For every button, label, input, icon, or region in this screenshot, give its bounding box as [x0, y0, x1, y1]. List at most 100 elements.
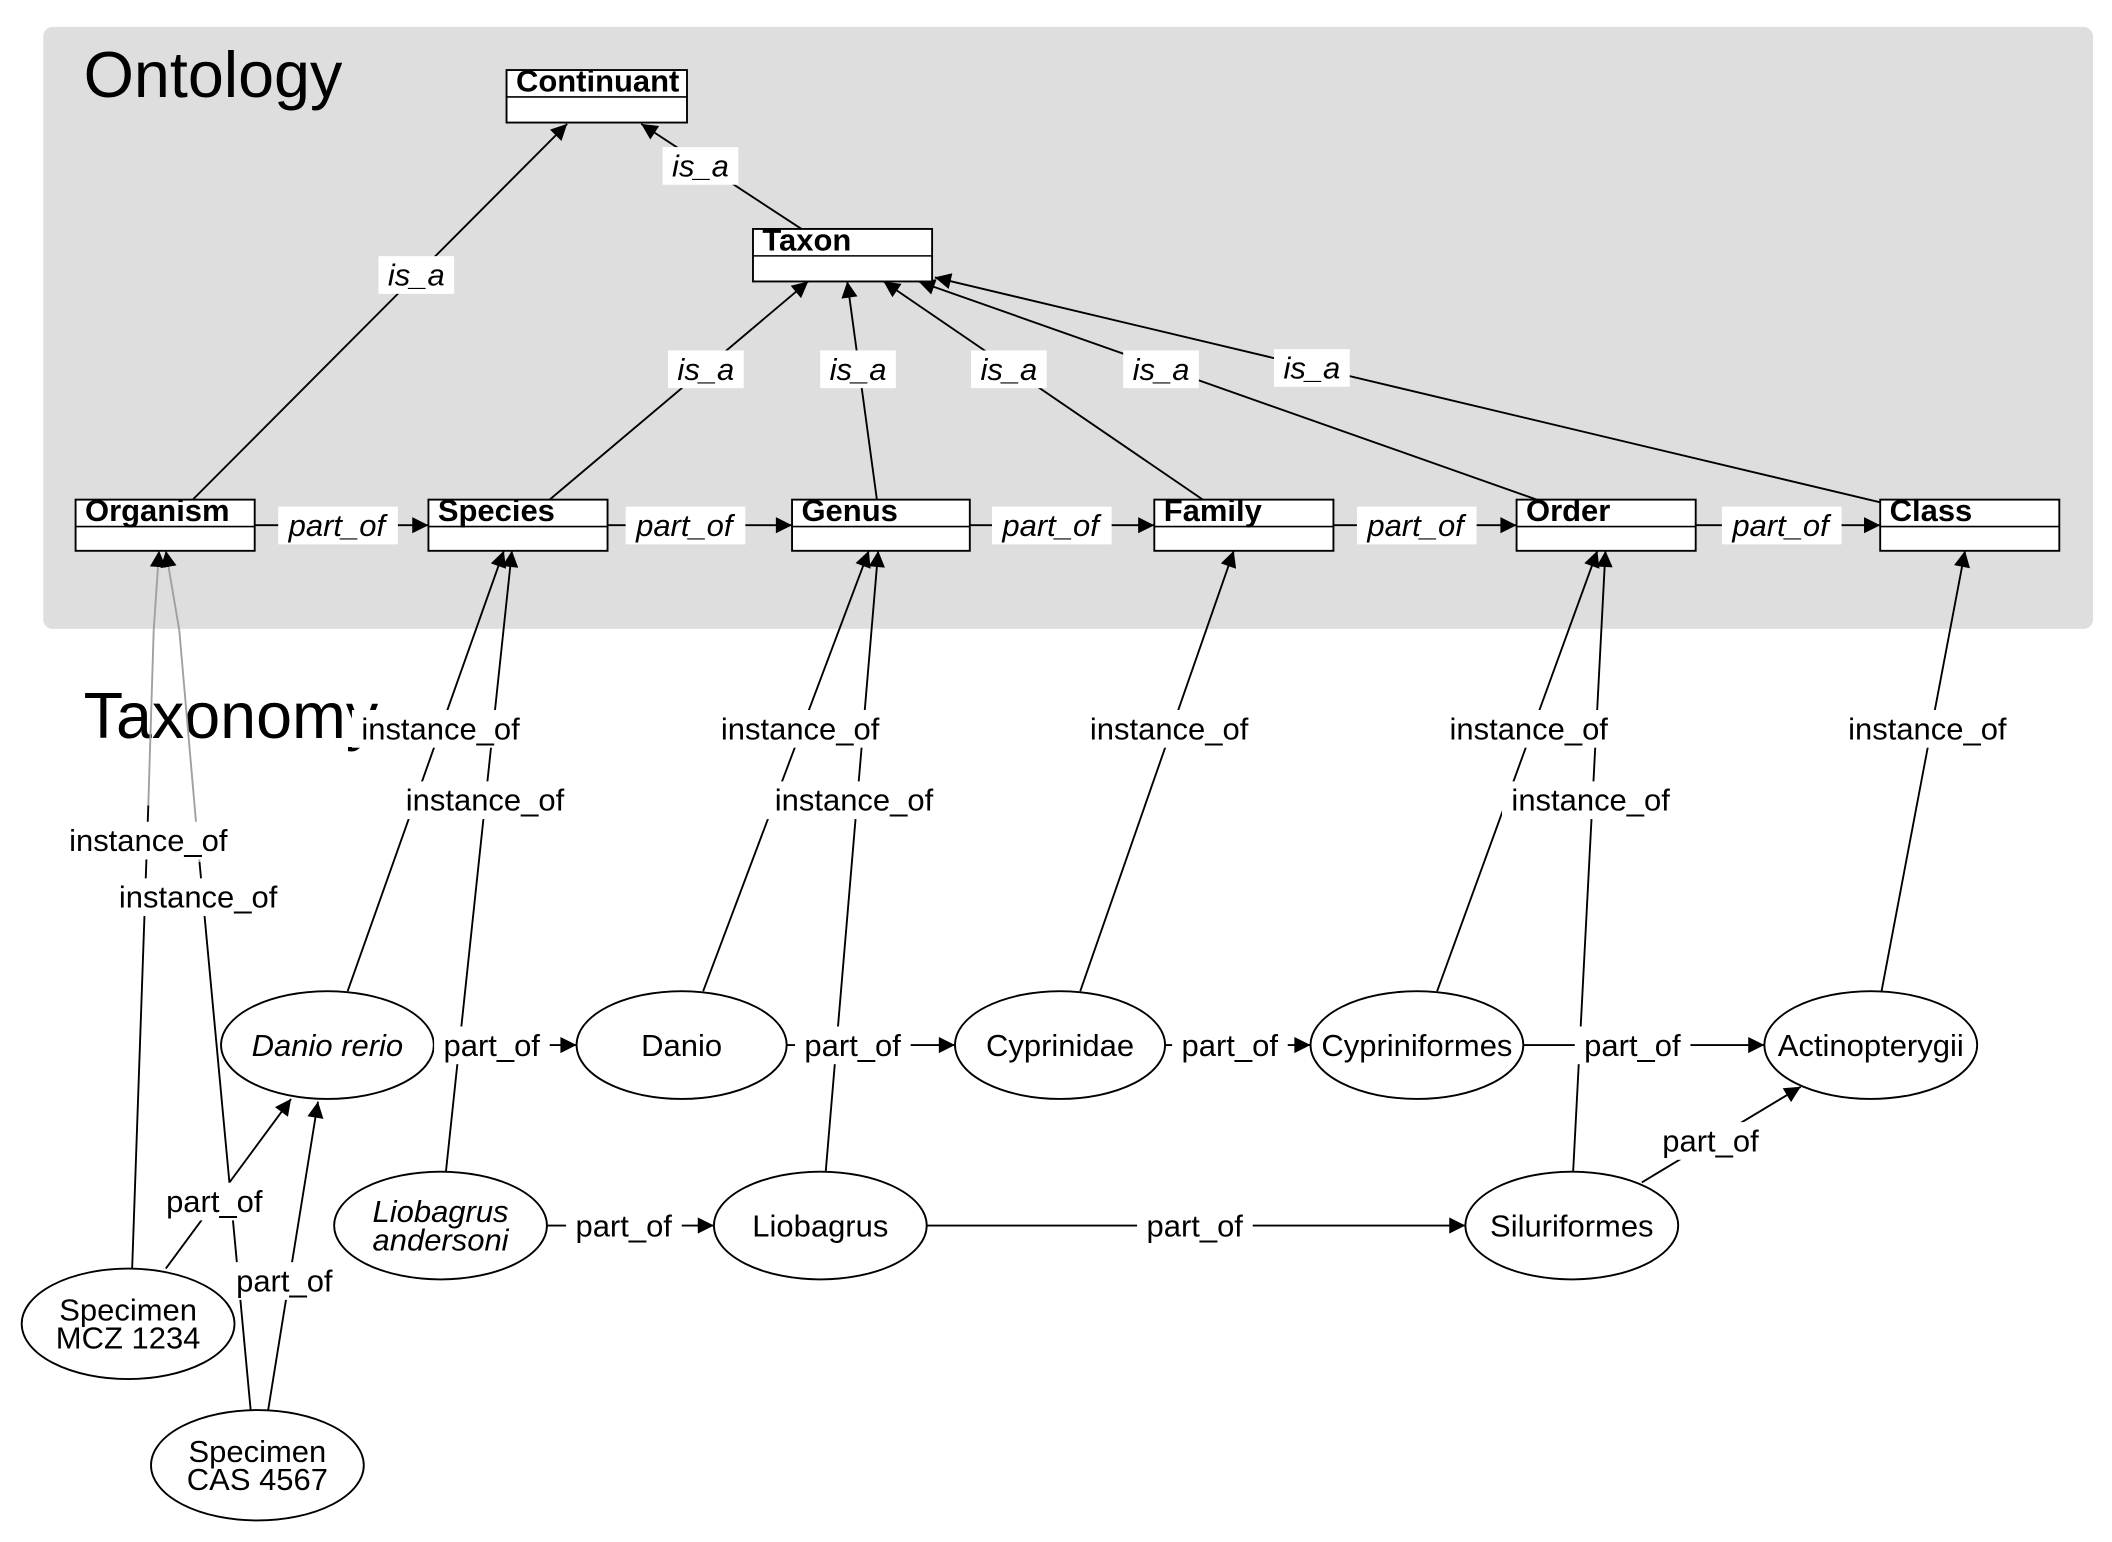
instance-edge-specimen-mcz-organism-label: instance_of [59, 821, 238, 860]
class-box-class: Class [1879, 493, 2061, 552]
taxon-node-cypriniformes: Cypriniformes [1309, 990, 1525, 1100]
ontology-edge-family-taxon-label: is_a [971, 350, 1047, 389]
ontology-title: Ontology [84, 38, 343, 111]
ontology-edge-order-taxon-label: is_a [1123, 350, 1199, 389]
edge-label-text: part_of [1001, 508, 1102, 543]
ontology-edge-species-taxon-label: is_a [668, 350, 744, 389]
taxon-node-label: Danio [641, 1028, 722, 1063]
taxon-node-label: Cypriniformes [1321, 1028, 1512, 1063]
taxonomy-edge-liobagrus-andersoni-liobagrus-label: part_of [566, 1206, 682, 1245]
edge-label-text: is_a [677, 352, 734, 387]
taxon-node-label: Siluriformes [1490, 1208, 1653, 1243]
taxonomy-edge-specimen-cas-danio-rerio-label: part_of [226, 1262, 343, 1300]
edge-label-text: is_a [1283, 350, 1340, 385]
edge-label-text: is_a [1133, 352, 1190, 387]
instance-edge-cypriniformes-order [1436, 550, 1600, 992]
taxon-node-label: Specimen [189, 1434, 327, 1469]
edge-label-text: part_of [1662, 1123, 1759, 1158]
class-name-continuant: Continuant [516, 64, 679, 99]
instance-edge-specimen-cas-organism-label: instance_of [109, 878, 288, 917]
ontology-edge-genus-taxon-label: is_a [820, 350, 896, 389]
ontology-panel [43, 26, 2093, 629]
taxon-node-label: CAS 4567 [187, 1462, 328, 1497]
edge-label-text: part_of [236, 1264, 333, 1299]
ontology-edge-species-taxon [549, 280, 809, 501]
instance-edge-liobagrus-genus-label: instance_of [765, 781, 944, 820]
edge-label-text: part_of [288, 508, 389, 543]
ontology-edge-organism-species-label: part_of [278, 506, 398, 545]
edge-label-text: part_of [1182, 1028, 1279, 1063]
taxonomy-edge-specimen-mcz-danio-rerio-label: part_of [156, 1182, 273, 1221]
instance-edge-siluriformes-order-label: instance_of [1502, 781, 1680, 820]
class-box-family: Family [1153, 493, 1335, 552]
class-box-continuant: Continuant [505, 64, 688, 124]
instance-edge-danio-rerio-species-label: instance_of [351, 710, 530, 748]
edge-label-text: instance_of [69, 823, 228, 858]
ontology-edge-class-taxon [934, 273, 1881, 504]
edge-label-text: part_of [1731, 508, 1832, 543]
class-name-order: Order [1526, 493, 1610, 528]
edge-label-text: instance_of [361, 711, 520, 746]
instance-edge-cypriniformes-order-label: instance_of [1440, 710, 1618, 748]
instance-edge-cyprinidae-family-label: instance_of [1080, 710, 1259, 748]
edge-label-text: instance_of [119, 880, 278, 915]
class-name-taxon: Taxon [762, 222, 851, 257]
taxon-node-label: MCZ 1234 [56, 1321, 201, 1356]
edge-label-text: instance_of [1449, 711, 1608, 746]
edge-label-text: instance_of [775, 783, 934, 818]
taxon-node-liobagrus: Liobagrus [712, 1170, 928, 1281]
edge-label-text: is_a [388, 258, 445, 293]
edge-label-text: instance_of [1848, 711, 2007, 746]
ontology-edge-genus-family-label: part_of [991, 506, 1112, 545]
ontology-edge-taxon-continuant-label: is_a [662, 147, 739, 185]
class-name-genus: Genus [801, 493, 897, 528]
edge-label-text: part_of [444, 1028, 541, 1063]
instance-edge-liobagrus-andersoni-species-label: instance_of [396, 781, 575, 820]
class-box-species: Species [427, 493, 609, 552]
edge-label-text: instance_of [1511, 783, 1670, 818]
taxon-node-label: Danio rerio [252, 1028, 403, 1063]
ontology-edge-species-genus-label: part_of [625, 506, 746, 545]
taxonomy-edge-danio-cyprinidae-label: part_of [795, 1026, 911, 1065]
ontology-edge-family-taxon [883, 280, 1204, 501]
class-name-class: Class [1890, 493, 1973, 528]
taxon-node-label: Actinopterygii [1778, 1028, 1964, 1063]
taxonomy-edge-siluriformes-actinopterygii-label: part_of [1652, 1122, 1769, 1160]
class-name-family: Family [1164, 493, 1263, 528]
edge-label-text: instance_of [721, 711, 880, 746]
edge-label-text: is_a [830, 352, 887, 387]
class-box-genus: Genus [791, 493, 971, 552]
instance-edge-danio-genus [702, 550, 871, 992]
class-name-species: Species [438, 493, 555, 528]
taxon-node-label: Liobagrus [373, 1194, 509, 1229]
taxon-node-danio-rerio: Danio rerio [220, 990, 435, 1100]
edge-label-text: part_of [1147, 1208, 1244, 1243]
class-box-order: Order [1515, 493, 1697, 552]
edge-label-text: is_a [980, 352, 1037, 387]
ontology-edge-class-taxon-label: is_a [1274, 349, 1350, 387]
edge-label-text: is_a [672, 148, 729, 183]
ontology-edge-genus-taxon [841, 281, 878, 500]
ontology-edge-family-order-label: part_of [1356, 506, 1477, 545]
taxon-node-label: Liobagrus [752, 1208, 888, 1243]
instance-edge-actinopterygii-class-label: instance_of [1838, 710, 2017, 748]
taxonomy-edge-danio-rerio-danio-label: part_of [434, 1026, 550, 1065]
class-box-taxon: Taxon [752, 222, 934, 283]
ontology-edge-organism-continuant [192, 123, 568, 501]
edge-label-text: instance_of [406, 783, 565, 818]
class-box-organism: Organism [74, 493, 256, 552]
taxon-node-cyprinidae: Cyprinidae [954, 990, 1167, 1100]
ontology-edge-order-class-label: part_of [1721, 506, 1842, 545]
taxon-node-danio: Danio [575, 990, 788, 1100]
instance-edge-danio-genus-label: instance_of [711, 710, 890, 748]
edge-label-text: part_of [1584, 1028, 1681, 1063]
instance-edge-siluriformes-order [1572, 550, 1613, 1172]
taxon-node-siluriformes: Siluriformes [1464, 1170, 1680, 1281]
edge-label-text: part_of [1366, 508, 1467, 543]
taxon-node-label: Specimen [59, 1292, 197, 1327]
taxonomy-edge-cypriniformes-actinopterygii-label: part_of [1574, 1026, 1691, 1065]
